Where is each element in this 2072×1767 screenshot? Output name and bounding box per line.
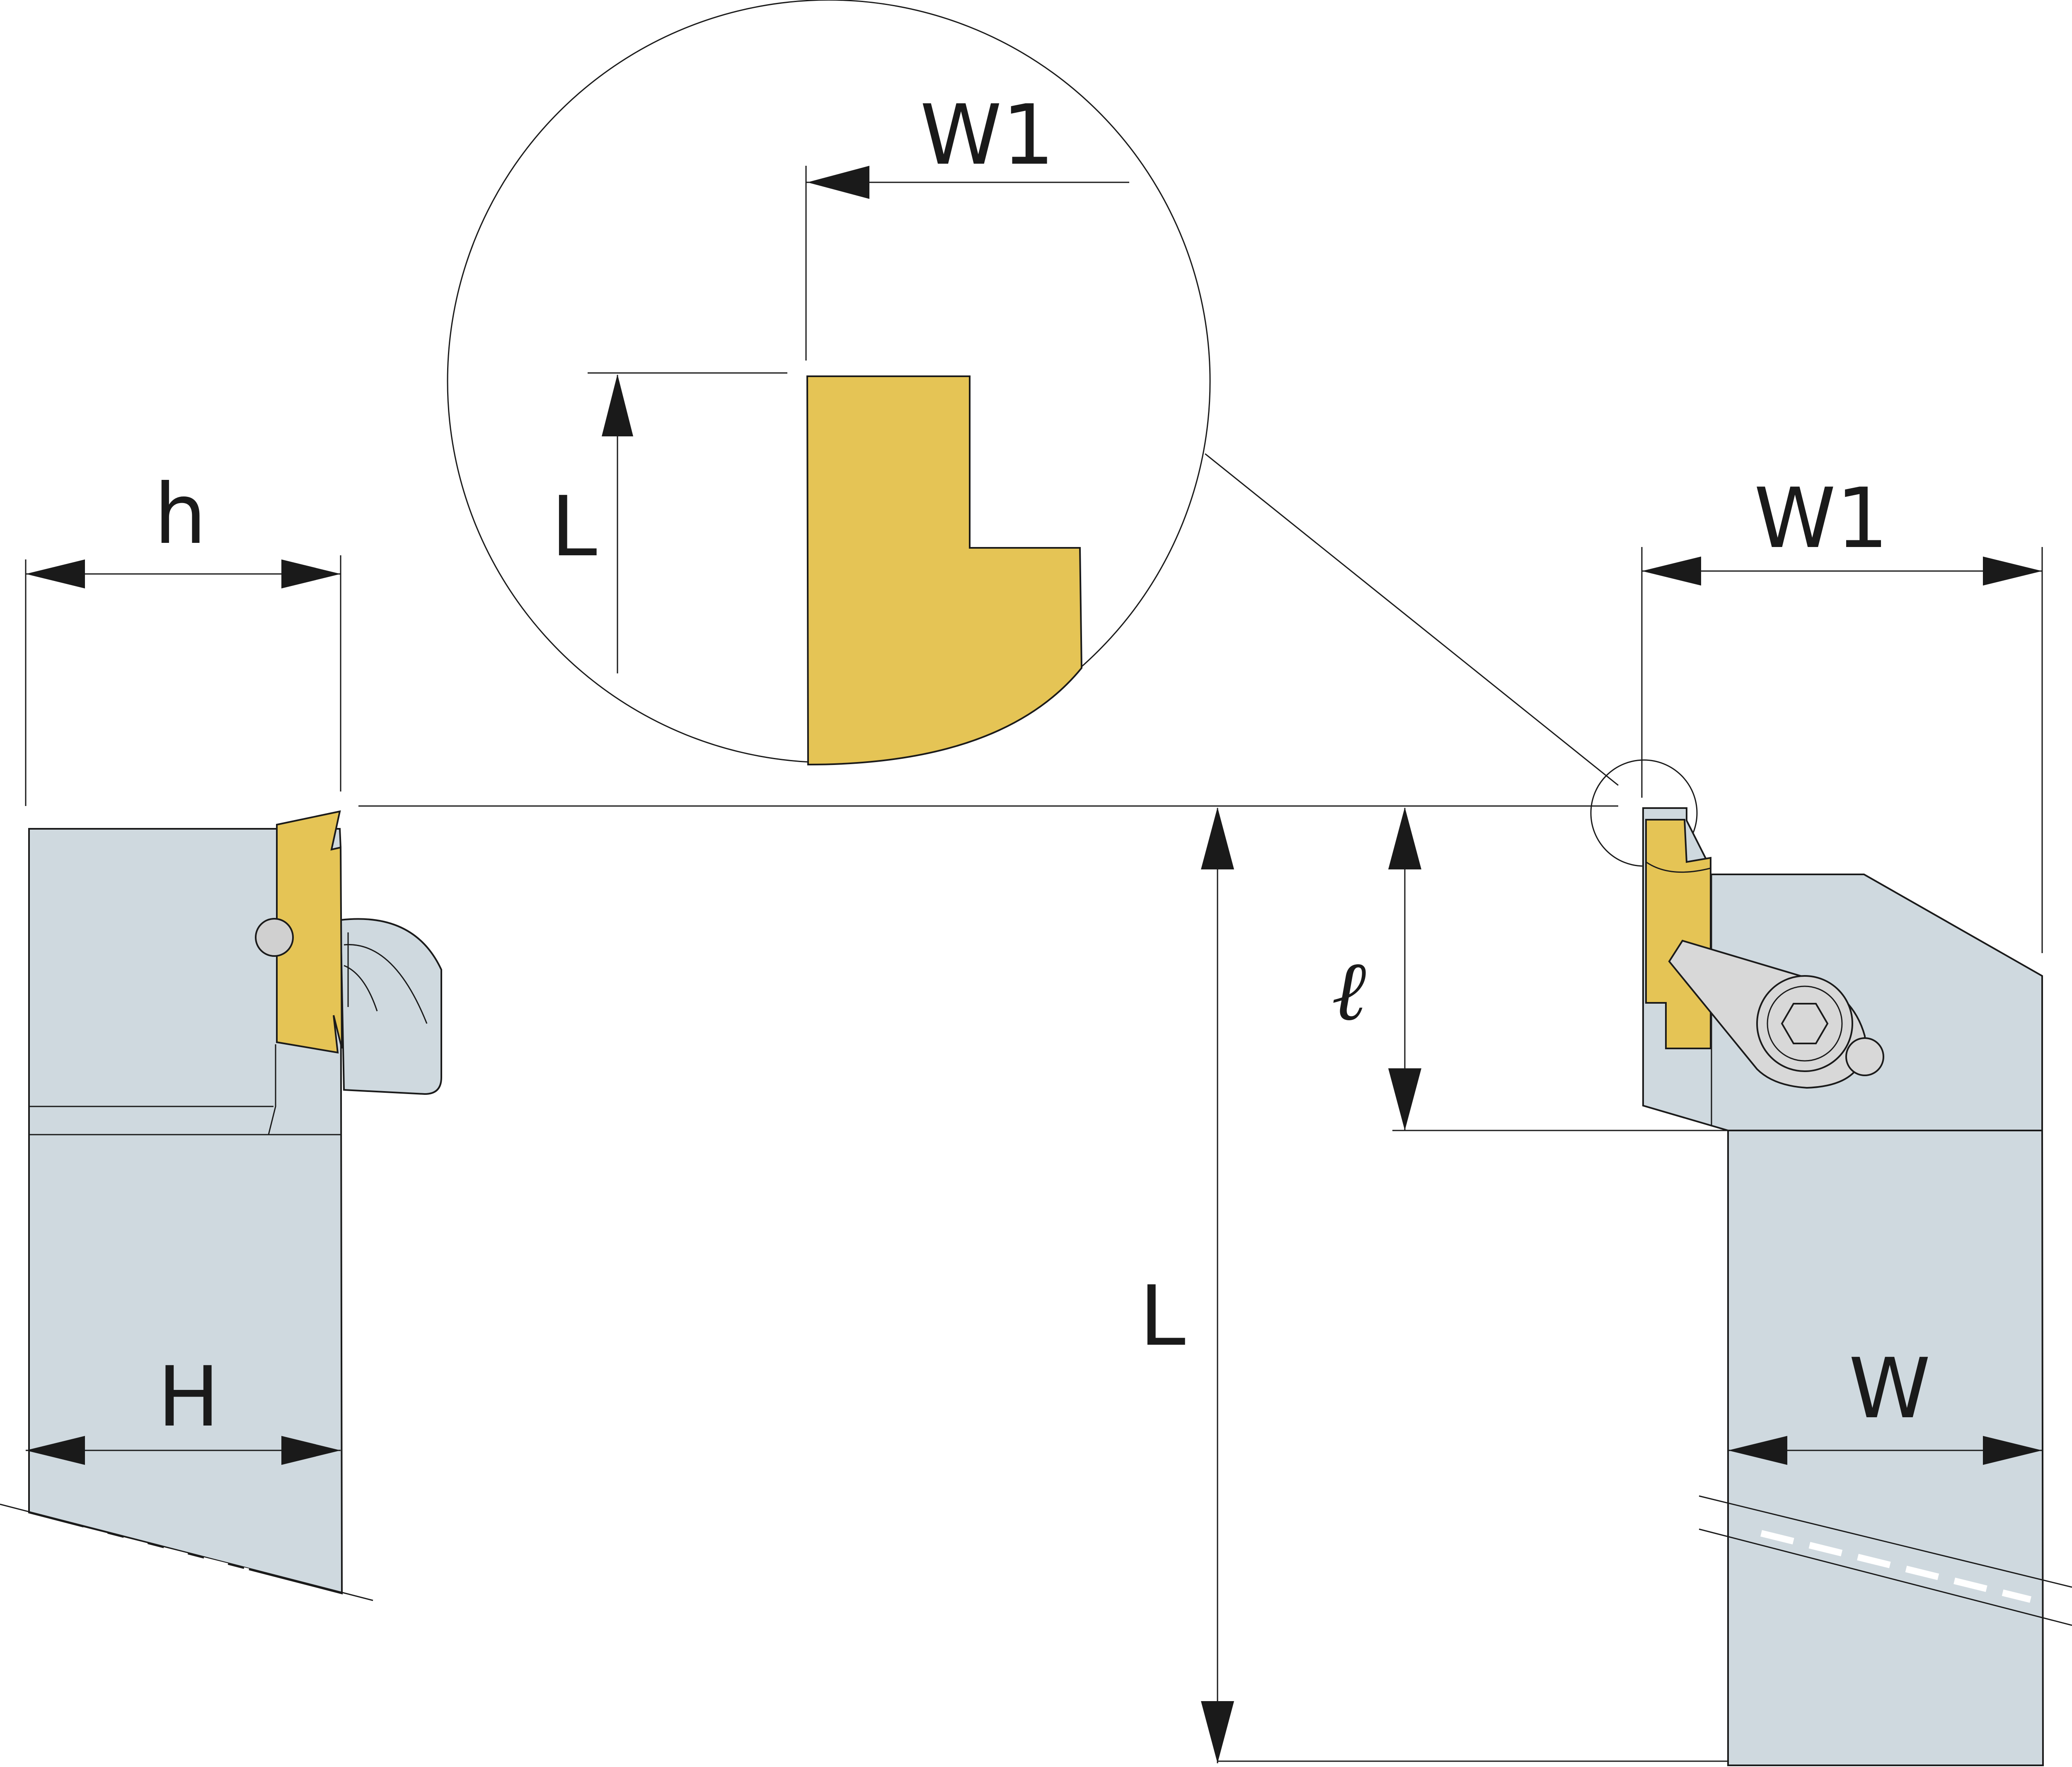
clamp-l-arrow-top xyxy=(1388,807,1421,869)
clamp-l-label: ℓ xyxy=(1331,943,1366,1039)
magnifier-leader-line xyxy=(1205,453,1619,786)
clamp-l-arrow-bottom xyxy=(1388,1068,1421,1130)
front-shank-h-arrow-right xyxy=(281,1436,341,1465)
front-break-line xyxy=(0,1503,373,1601)
front-blade-edge xyxy=(268,1044,276,1135)
detail-l-arrow xyxy=(602,374,633,436)
side-w1-arrow-right xyxy=(1983,557,2042,586)
front-pin-circle xyxy=(255,918,294,957)
side-clamp-screw-inner xyxy=(1767,985,1843,1062)
front-view: h H xyxy=(0,466,442,1601)
detail-l-label: L xyxy=(551,479,597,575)
side-view: W1 ℓ W xyxy=(1331,470,2072,1766)
side-insert-curve xyxy=(1646,861,1711,873)
shank-w-arrow-right xyxy=(1983,1436,2042,1465)
detail-w1-arrow xyxy=(807,166,869,199)
front-h-arrow-right xyxy=(281,559,341,588)
shank-w-label: W xyxy=(1849,1341,1931,1437)
front-shank-h-arrow-left xyxy=(26,1436,85,1465)
overall-l-label: L xyxy=(1139,1268,1185,1365)
side-break-line-1 xyxy=(1699,1495,2072,1588)
overall-length-dimension: L xyxy=(1139,807,1728,1763)
side-w1-label: W1 xyxy=(1754,470,1889,567)
side-w1-arrow-left xyxy=(1642,557,1701,586)
front-clamp-curve-1 xyxy=(344,944,428,1024)
front-insert xyxy=(276,810,343,1054)
front-shank-h-label: H xyxy=(157,1349,220,1445)
hex-socket-icon xyxy=(1781,1003,1829,1044)
front-h-label: h xyxy=(154,466,207,563)
side-break-line-2 xyxy=(1699,1528,2072,1626)
detail-insert xyxy=(806,375,1083,766)
front-clamp-body xyxy=(339,918,442,1095)
detail-view: W1 L xyxy=(447,0,1619,786)
side-clamp-pin xyxy=(1845,1037,1884,1076)
front-break-gap xyxy=(82,1527,249,1573)
overall-l-arrow-top xyxy=(1201,807,1234,869)
side-break-gap xyxy=(1760,1530,2031,1603)
front-h-arrow-left xyxy=(26,559,85,588)
shank-w-arrow-left xyxy=(1728,1436,1787,1465)
detail-w1-label: W1 xyxy=(920,87,1055,184)
overall-l-arrow-bottom xyxy=(1201,1701,1234,1763)
